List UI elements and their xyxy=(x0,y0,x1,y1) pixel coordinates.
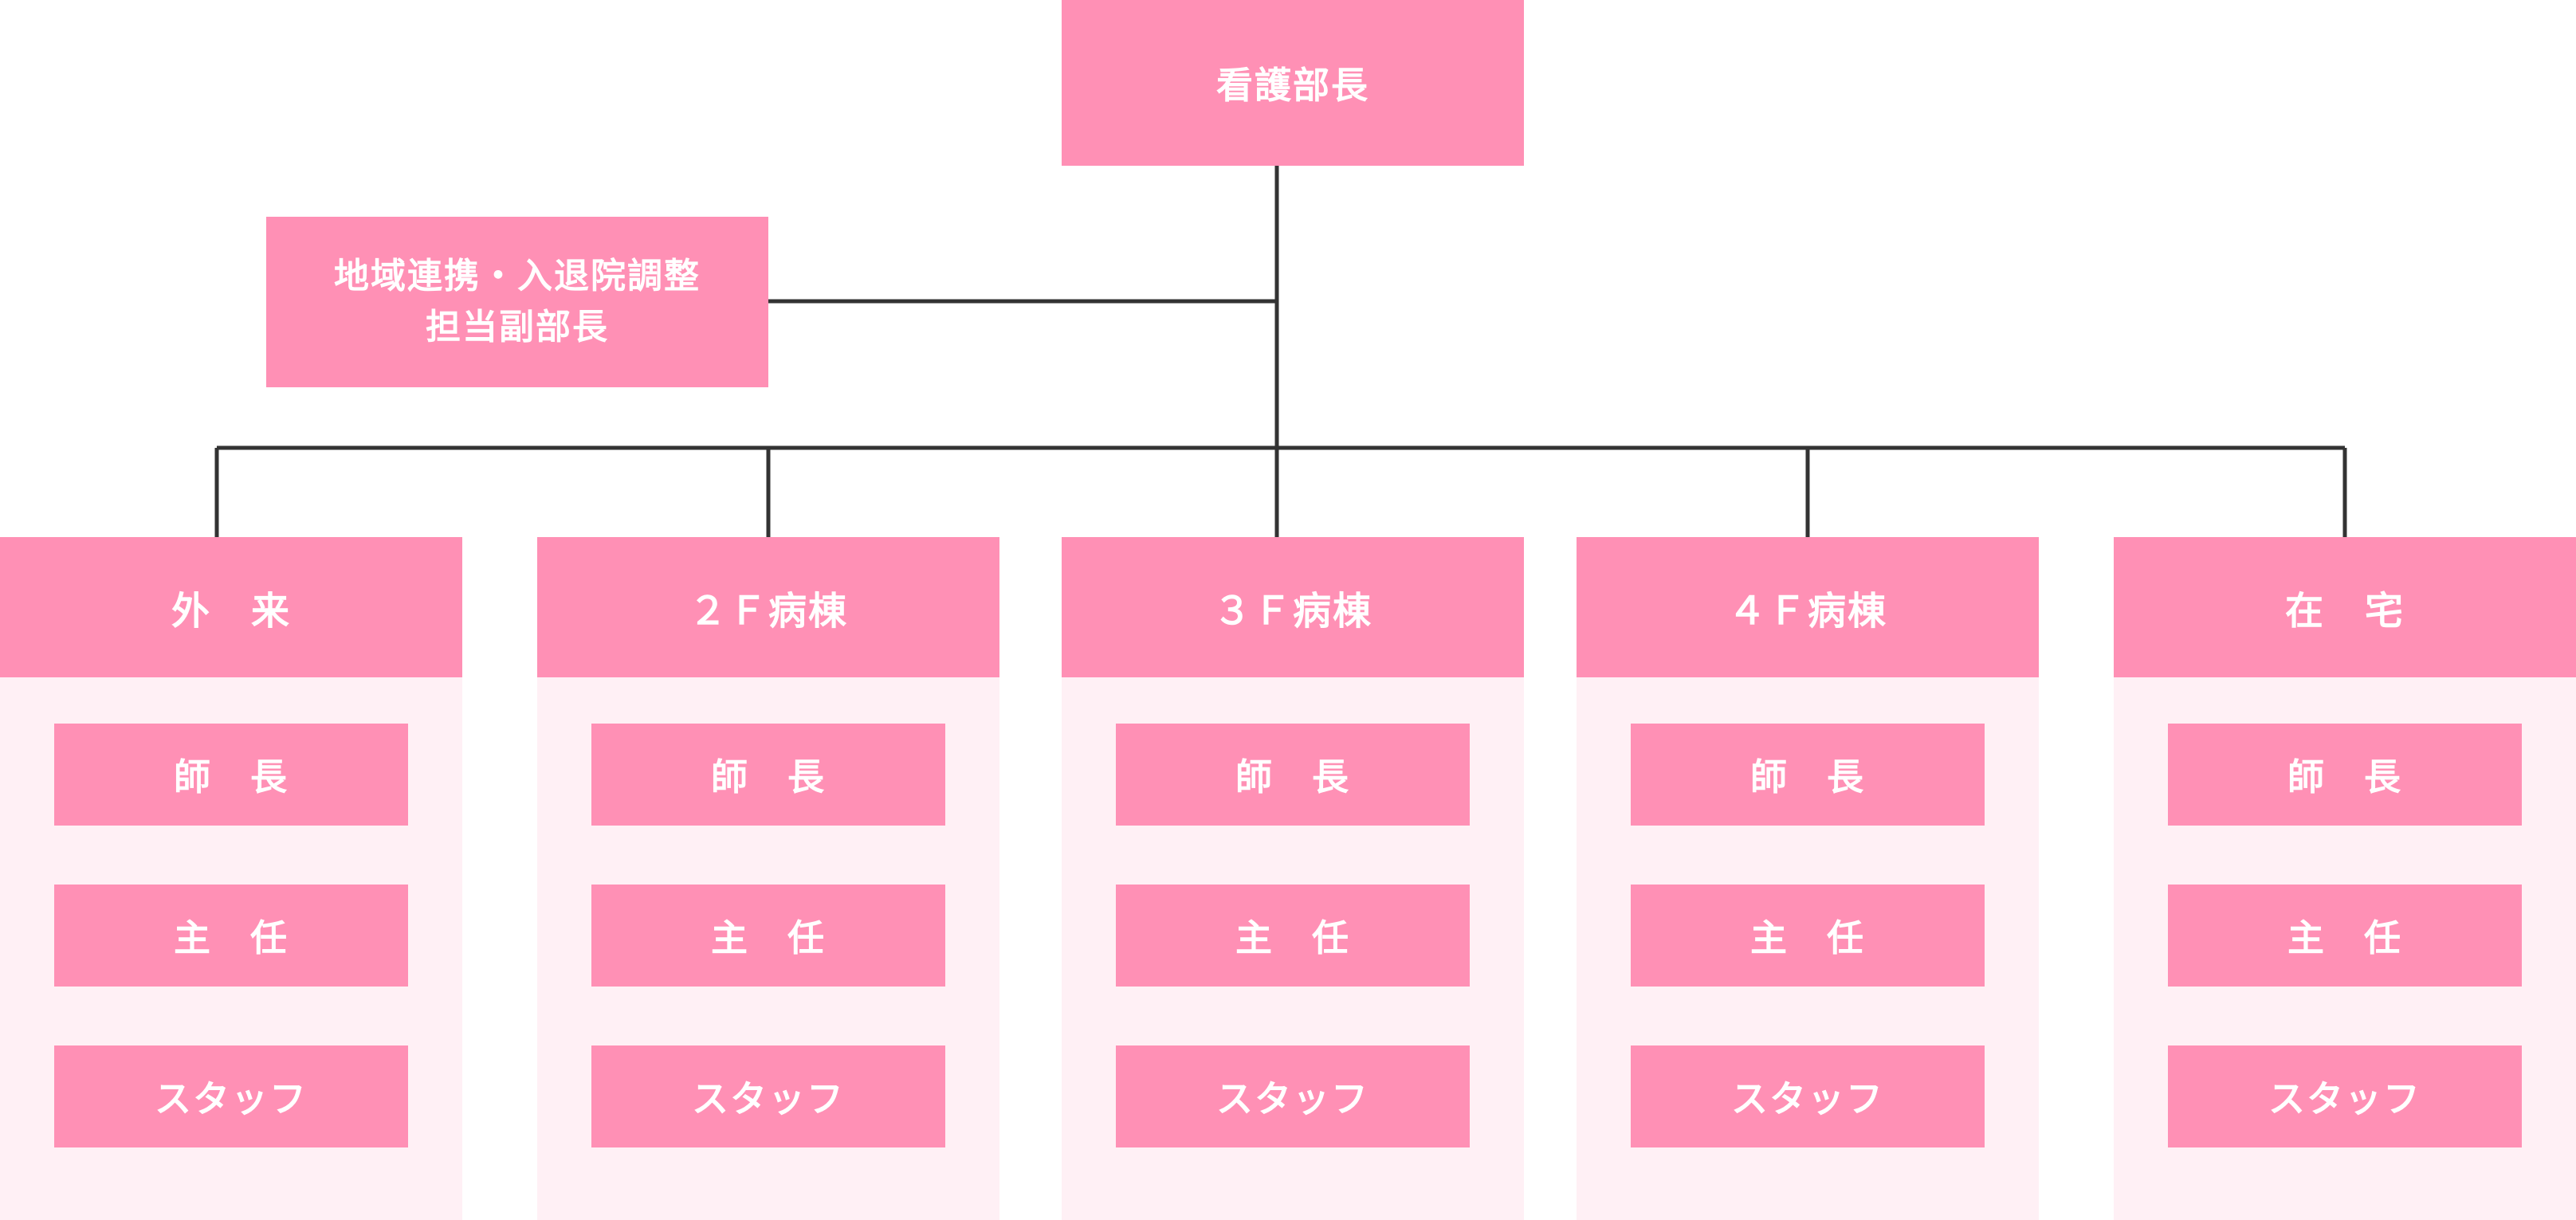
role-head-nurse: 師 長 xyxy=(2168,724,2522,826)
department-column-home-care: 在 宅 師 長 主 任 スタッフ xyxy=(2114,537,2576,1220)
head-label: 看護部長 xyxy=(1216,64,1369,107)
department-column-4f-ward: ４Ｆ病棟 師 長 主 任 スタッフ xyxy=(1577,537,2039,1220)
vice-label-line1: 地域連携・入退院調整 xyxy=(334,256,701,296)
role-chief: 主 任 xyxy=(591,885,945,987)
department-column-outpatient: 外 来 師 長 主 任 スタッフ xyxy=(0,537,462,1220)
role-staff: スタッフ xyxy=(1116,1045,1470,1147)
role-chief: 主 任 xyxy=(54,885,408,987)
role-head-nurse: 師 長 xyxy=(591,724,945,826)
vice-label-line2: 担当副部長 xyxy=(426,307,609,347)
department-column-3f-ward: ３Ｆ病棟 師 長 主 任 スタッフ xyxy=(1062,537,1524,1220)
role-chief: 主 任 xyxy=(2168,885,2522,987)
department-header: ４Ｆ病棟 xyxy=(1577,537,2039,677)
department-header: 在 宅 xyxy=(2114,537,2576,677)
role-head-nurse: 師 長 xyxy=(1631,724,1985,826)
department-column-2f-ward: ２Ｆ病棟 師 長 主 任 スタッフ xyxy=(537,537,999,1220)
department-header: ２Ｆ病棟 xyxy=(537,537,999,677)
role-staff: スタッフ xyxy=(1631,1045,1985,1147)
role-head-nurse: 師 長 xyxy=(1116,724,1470,826)
vice-director-box: 地域連携・入退院調整 担当副部長 xyxy=(266,217,768,387)
role-staff: スタッフ xyxy=(591,1045,945,1147)
role-chief: 主 任 xyxy=(1631,885,1985,987)
department-header: 外 来 xyxy=(0,537,462,677)
role-chief: 主 任 xyxy=(1116,885,1470,987)
role-staff: スタッフ xyxy=(54,1045,408,1147)
role-head-nurse: 師 長 xyxy=(54,724,408,826)
role-staff: スタッフ xyxy=(2168,1045,2522,1147)
head-box: 看護部長 xyxy=(1062,0,1524,166)
department-header: ３Ｆ病棟 xyxy=(1062,537,1524,677)
